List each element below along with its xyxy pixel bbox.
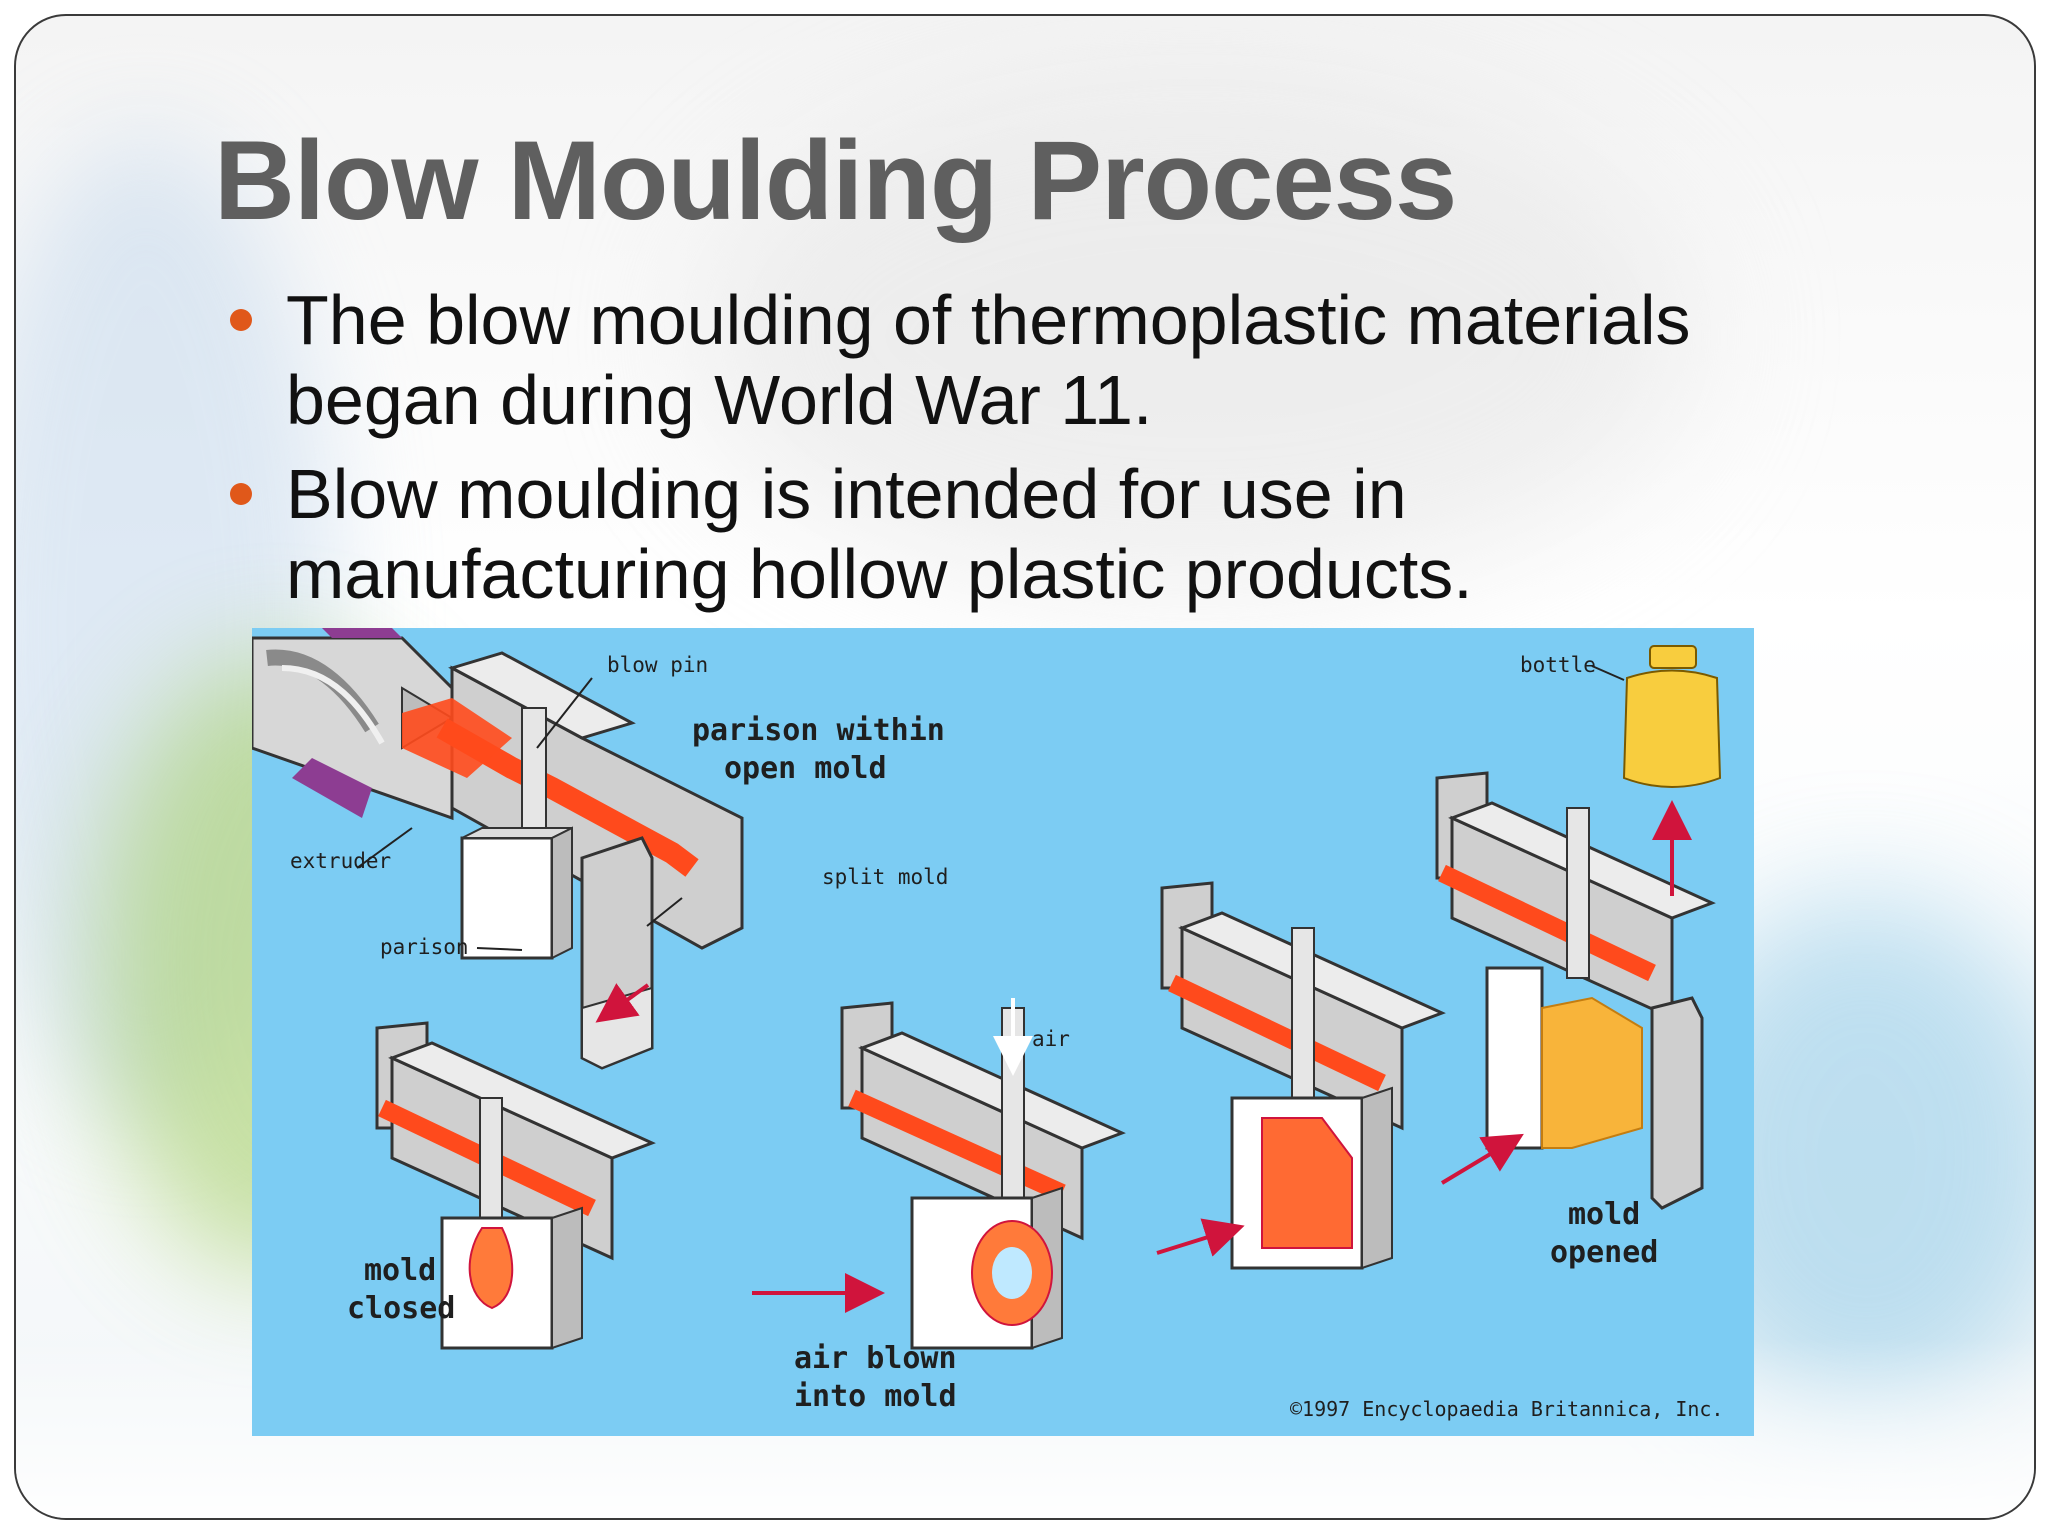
label-parison-within-1: parison within xyxy=(692,713,945,748)
background-blur xyxy=(696,76,1696,596)
leader-line xyxy=(646,897,683,927)
label-air: air xyxy=(1032,1027,1070,1051)
label-extruder: extruder xyxy=(290,849,391,873)
copyright-credit: ©1997 Encyclopaedia Britannica, Inc. xyxy=(1290,1397,1723,1421)
bullet-text-line: manufacturing hollow plastic products. xyxy=(286,535,1473,613)
diagram-svg: blow pin parison within open mold extrud… xyxy=(252,628,1723,1421)
mold-closed-stage xyxy=(375,1021,656,1350)
leader-line xyxy=(356,827,413,869)
bullet-list: The blow moulding of thermoplastic mater… xyxy=(230,280,1880,628)
leader-line xyxy=(536,677,593,749)
label-split-mold: split mold xyxy=(822,865,948,889)
bullet-text-line: The blow moulding of thermoplastic mater… xyxy=(286,281,1691,359)
leader-line xyxy=(1591,665,1625,681)
air-blown-stage xyxy=(840,998,1126,1350)
bullet-item: The blow moulding of thermoplastic mater… xyxy=(230,280,1880,440)
label-air-blown-1: air blown xyxy=(794,1341,957,1376)
extruder-unit xyxy=(252,628,454,821)
label-blow-pin: blow pin xyxy=(607,653,708,677)
bullet-item: Blow moulding is intended for use in man… xyxy=(230,454,1880,614)
label-mold-opened-1: mold xyxy=(1568,1197,1640,1232)
bullet-dot-icon xyxy=(230,309,252,331)
flow-arrow xyxy=(1156,1218,1245,1257)
label-parison: parison xyxy=(380,935,469,959)
label-mold-closed-2: closed xyxy=(347,1291,455,1326)
label-bottle: bottle xyxy=(1520,653,1596,677)
flow-arrow xyxy=(595,983,650,1023)
bottle-icon xyxy=(1622,645,1722,788)
mold-opened-stage xyxy=(1435,771,1716,1210)
label-mold-closed-1: mold xyxy=(364,1253,436,1288)
blow-moulding-diagram: blow pin parison within open mold extrud… xyxy=(252,628,1754,1436)
bullet-dot-icon xyxy=(230,483,252,505)
bottle-formed-stage xyxy=(1160,881,1446,1270)
label-mold-opened-2: opened xyxy=(1550,1235,1658,1270)
label-parison-within-2: open mold xyxy=(724,751,887,786)
flow-arrow xyxy=(1440,1133,1524,1185)
leader-line xyxy=(476,947,523,951)
slide-title: Blow Moulding Process xyxy=(214,118,1457,243)
label-air-blown-2: into mold xyxy=(794,1379,957,1414)
bullet-text-line: began during World War 11. xyxy=(286,361,1153,439)
bullet-text-line: Blow moulding is intended for use in xyxy=(286,455,1407,533)
